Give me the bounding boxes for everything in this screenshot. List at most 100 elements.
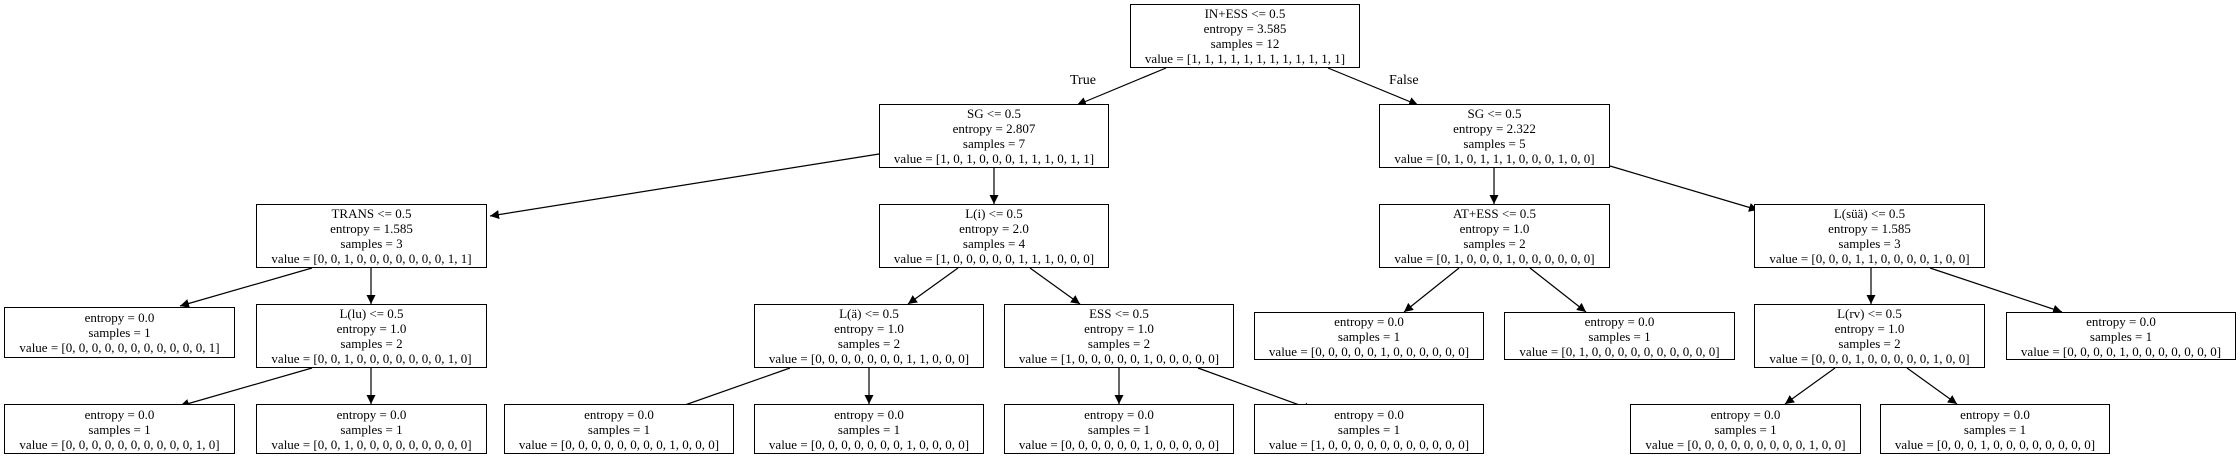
tree-node-n2: SG <= 0.5 entropy = 2.322 samples = 5 va…: [1379, 104, 1610, 168]
node-line: value = [0, 0, 0, 0, 0, 0, 0, 1, 1, 0, 0…: [768, 351, 970, 366]
tree-node-leaf-n12: entropy = 0.0 samples = 1 value = [0, 1,…: [1504, 312, 1735, 360]
edge-n13-n21: [1784, 367, 1836, 405]
node-line: entropy = 3.585: [1203, 21, 1287, 36]
edge-n6-n14: [1929, 267, 2063, 314]
edge-n0-n2: [1327, 67, 1419, 106]
tree-node-n10: ESS <= 0.5 entropy = 1.0 samples = 2 val…: [1004, 304, 1234, 368]
node-line: entropy = 2.322: [1453, 121, 1536, 136]
edge-label-false: False: [1389, 73, 1419, 88]
node-line: L(süä) <= 0.5: [1833, 206, 1906, 221]
node-line: samples = 1: [1588, 328, 1651, 344]
node-line: value = [0, 0, 0, 1, 0, 0, 0, 0, 0, 0, 0…: [1894, 436, 2096, 452]
node-line: entropy = 0.0: [834, 406, 904, 422]
node-line: samples = 2: [340, 336, 403, 351]
node-line: value = [0, 0, 0, 0, 0, 1, 0, 0, 0, 0, 0…: [1268, 343, 1470, 359]
node-line: entropy = 1.0: [1834, 321, 1905, 336]
node-line: samples = 1: [1337, 421, 1401, 437]
node-line: value = [0, 0, 0, 1, 1, 0, 0, 0, 0, 1, 0…: [1769, 251, 1970, 266]
node-line: value = [0, 0, 0, 0, 1, 0, 0, 0, 0, 0, 0…: [2020, 343, 2222, 359]
node-line: ESS <= 0.5: [1089, 306, 1149, 321]
node-line: entropy = 0.0: [84, 406, 155, 422]
node-line: samples = 2: [1087, 336, 1151, 351]
node-line: samples = 2: [1838, 336, 1901, 351]
node-line: entropy = 0.0: [1584, 313, 1655, 329]
node-line: entropy = 1.0: [834, 321, 904, 336]
edge-n3-n7: [179, 267, 313, 308]
node-line: entropy = 0.0: [584, 406, 654, 422]
edge-n1-n3: [489, 153, 880, 220]
node-line: L(i) <= 0.5: [965, 206, 1023, 221]
node-line: entropy = 1.0: [1459, 221, 1530, 236]
node-line: entropy = 0.0: [1084, 406, 1154, 422]
tree-node-n6: L(süä) <= 0.5 entropy = 1.585 samples = …: [1754, 204, 1985, 268]
node-line: entropy = 1.585: [1828, 221, 1911, 236]
node-line: entropy = 0.0: [1334, 313, 1404, 329]
node-line: samples = 7: [962, 136, 1026, 151]
edge-n0-n1: [1076, 67, 1167, 106]
node-line: entropy = 1.0: [1084, 321, 1154, 336]
node-line: entropy = 0.0: [84, 310, 155, 325]
node-line: value = [0, 1, 0, 1, 1, 1, 0, 0, 0, 1, 0…: [1394, 151, 1595, 166]
node-line: samples = 1: [1714, 421, 1777, 437]
tree-node-leaf-n18: entropy = 0.0 samples = 1 value = [0, 0,…: [754, 404, 984, 454]
node-line: samples = 1: [88, 325, 151, 340]
node-line: samples = 12: [1210, 36, 1280, 51]
node-line: TRANS <= 0.5: [331, 206, 412, 221]
node-line: IN+ESS <= 0.5: [1204, 6, 1286, 21]
node-line: samples = 1: [587, 421, 651, 437]
edge-n4-n10: [1029, 267, 1081, 305]
node-line: samples = 2: [837, 336, 901, 351]
node-line: value = [0, 0, 1, 0, 0, 0, 0, 0, 0, 0, 0…: [271, 436, 472, 452]
node-line: samples = 1: [88, 421, 151, 437]
node-line: entropy = 2.807: [952, 121, 1036, 136]
edge-n8-n15: [179, 367, 313, 408]
node-line: value = [1, 1, 1, 1, 1, 1, 1, 1, 1, 1, 1…: [1144, 51, 1346, 66]
tree-node-leaf-n14: entropy = 0.0 samples = 1 value = [0, 0,…: [2006, 312, 2236, 360]
edge-n4-n9: [907, 267, 959, 305]
tree-node-leaf-n16: entropy = 0.0 samples = 1 value = [0, 0,…: [256, 404, 487, 454]
node-line: value = [0, 0, 0, 0, 0, 0, 0, 0, 1, 0, 0…: [518, 436, 720, 452]
node-line: entropy = 0.0: [1334, 406, 1404, 422]
node-line: L(rv) <= 0.5: [1837, 306, 1902, 321]
node-line: entropy = 2.0: [959, 221, 1029, 236]
node-line: value = [0, 1, 0, 0, 0, 1, 0, 0, 0, 0, 0…: [1394, 251, 1595, 266]
edge-label-true: True: [1070, 73, 1096, 88]
node-line: samples = 3: [1838, 236, 1901, 251]
node-line: value = [0, 1, 0, 0, 0, 0, 0, 0, 0, 0, 0…: [1519, 343, 1720, 359]
edge-n5-n12: [1529, 267, 1587, 313]
node-line: samples = 1: [837, 421, 901, 437]
node-line: samples = 3: [340, 236, 403, 251]
node-line: SG <= 0.5: [966, 106, 1022, 121]
tree-node-n3: TRANS <= 0.5 entropy = 1.585 samples = 3…: [256, 204, 487, 268]
tree-node-leaf-n22: entropy = 0.0 samples = 1 value = [0, 0,…: [1880, 404, 2110, 454]
tree-node-leaf-n17: entropy = 0.0 samples = 1 value = [0, 0,…: [504, 404, 734, 454]
node-line: L(lu) <= 0.5: [339, 306, 404, 321]
tree-node-n4: L(i) <= 0.5 entropy = 2.0 samples = 4 va…: [879, 204, 1109, 268]
node-line: value = [0, 0, 0, 1, 0, 0, 0, 0, 0, 1, 0…: [1769, 351, 1970, 366]
node-line: value = [1, 0, 0, 0, 0, 0, 1, 0, 0, 0, 0…: [1018, 351, 1220, 366]
tree-node-leaf-n20: entropy = 0.0 samples = 1 value = [1, 0,…: [1254, 404, 1484, 454]
node-line: value = [1, 0, 0, 0, 0, 0, 0, 0, 0, 0, 0…: [1268, 436, 1470, 452]
node-line: samples = 5: [1463, 136, 1526, 151]
node-line: samples = 4: [962, 236, 1026, 251]
edge-n10-n20: [1197, 367, 1314, 412]
node-line: value = [0, 0, 0, 0, 0, 0, 1, 0, 0, 0, 0…: [1018, 436, 1220, 452]
tree-node-n13: L(rv) <= 0.5 entropy = 1.0 samples = 2 v…: [1754, 304, 1985, 368]
node-line: value = [1, 0, 0, 0, 0, 0, 1, 1, 1, 0, 0…: [893, 251, 1095, 266]
node-line: entropy = 0.0: [2086, 313, 2156, 329]
node-line: entropy = 0.0: [1960, 406, 2030, 422]
node-line: samples = 1: [1963, 421, 2027, 437]
node-line: entropy = 1.0: [336, 321, 407, 336]
node-line: entropy = 0.0: [1710, 406, 1781, 422]
tree-node-leaf-n7: entropy = 0.0 samples = 1 value = [0, 0,…: [4, 307, 235, 358]
tree-node-leaf-n15: entropy = 0.0 samples = 1 value = [0, 0,…: [4, 404, 235, 454]
edge-n2-n6: [1609, 165, 1759, 212]
node-line: value = [0, 0, 0, 0, 0, 0, 0, 0, 0, 0, 0…: [19, 340, 220, 355]
node-line: value = [1, 0, 1, 0, 0, 0, 1, 1, 1, 0, 1…: [893, 151, 1095, 166]
tree-node-n9: L(ä) <= 0.5 entropy = 1.0 samples = 2 va…: [754, 304, 984, 368]
tree-node-root: IN+ESS <= 0.5 entropy = 3.585 samples = …: [1130, 4, 1360, 68]
tree-node-n8: L(lu) <= 0.5 entropy = 1.0 samples = 2 v…: [256, 304, 487, 368]
tree-node-n5: AT+ESS <= 0.5 entropy = 1.0 samples = 2 …: [1379, 204, 1610, 268]
